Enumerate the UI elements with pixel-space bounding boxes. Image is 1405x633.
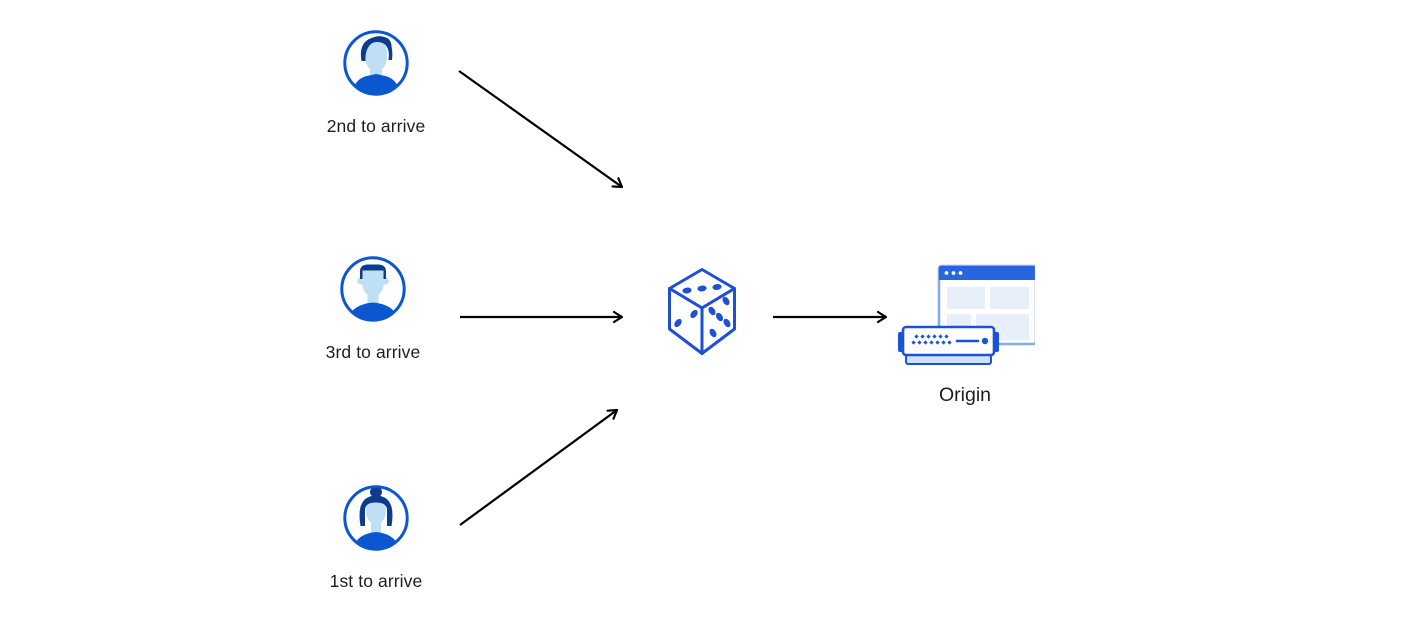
- arrow-first-client-to-dice: [459, 408, 619, 526]
- node-origin: Origin: [885, 258, 1045, 407]
- node-third-client: 3rd to arrive: [293, 254, 453, 363]
- server-icon: [898, 325, 999, 365]
- node-label-first-client: 1st to arrive: [329, 571, 423, 591]
- user-female-avatar-icon: [343, 485, 409, 551]
- arrow-second-client-to-dice: [458, 70, 624, 189]
- node-first-client: 1st to arrive: [296, 483, 456, 592]
- node-label-second-client: 2nd to arrive: [326, 116, 426, 136]
- user-male-avatar-icon: [343, 30, 409, 96]
- node-label-third-client: 3rd to arrive: [325, 342, 421, 362]
- node-label-origin: Origin: [938, 384, 992, 406]
- browser-window-icon: [937, 264, 1035, 346]
- user-male-avatar-icon: [340, 256, 406, 322]
- node-second-client: 2nd to arrive: [296, 28, 456, 137]
- dice-icon: [668, 268, 736, 355]
- origin-server-icon: [898, 264, 1035, 365]
